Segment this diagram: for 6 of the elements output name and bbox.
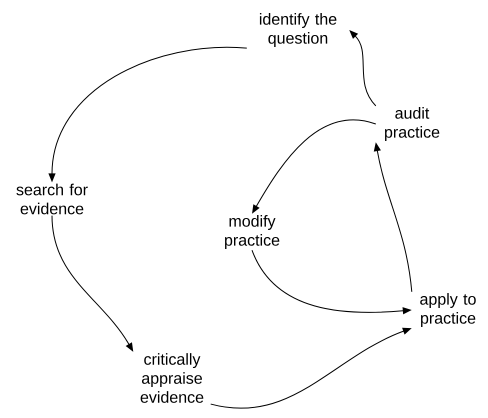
text-label: search for evidence: [16, 184, 88, 214]
text-label: apply to practice: [420, 293, 476, 327]
text-label: modify practice: [225, 215, 280, 249]
text-label: identify the question: [260, 13, 336, 47]
text-label: audit practice: [385, 107, 440, 141]
text-label: critically appraise evidence: [140, 353, 204, 403]
